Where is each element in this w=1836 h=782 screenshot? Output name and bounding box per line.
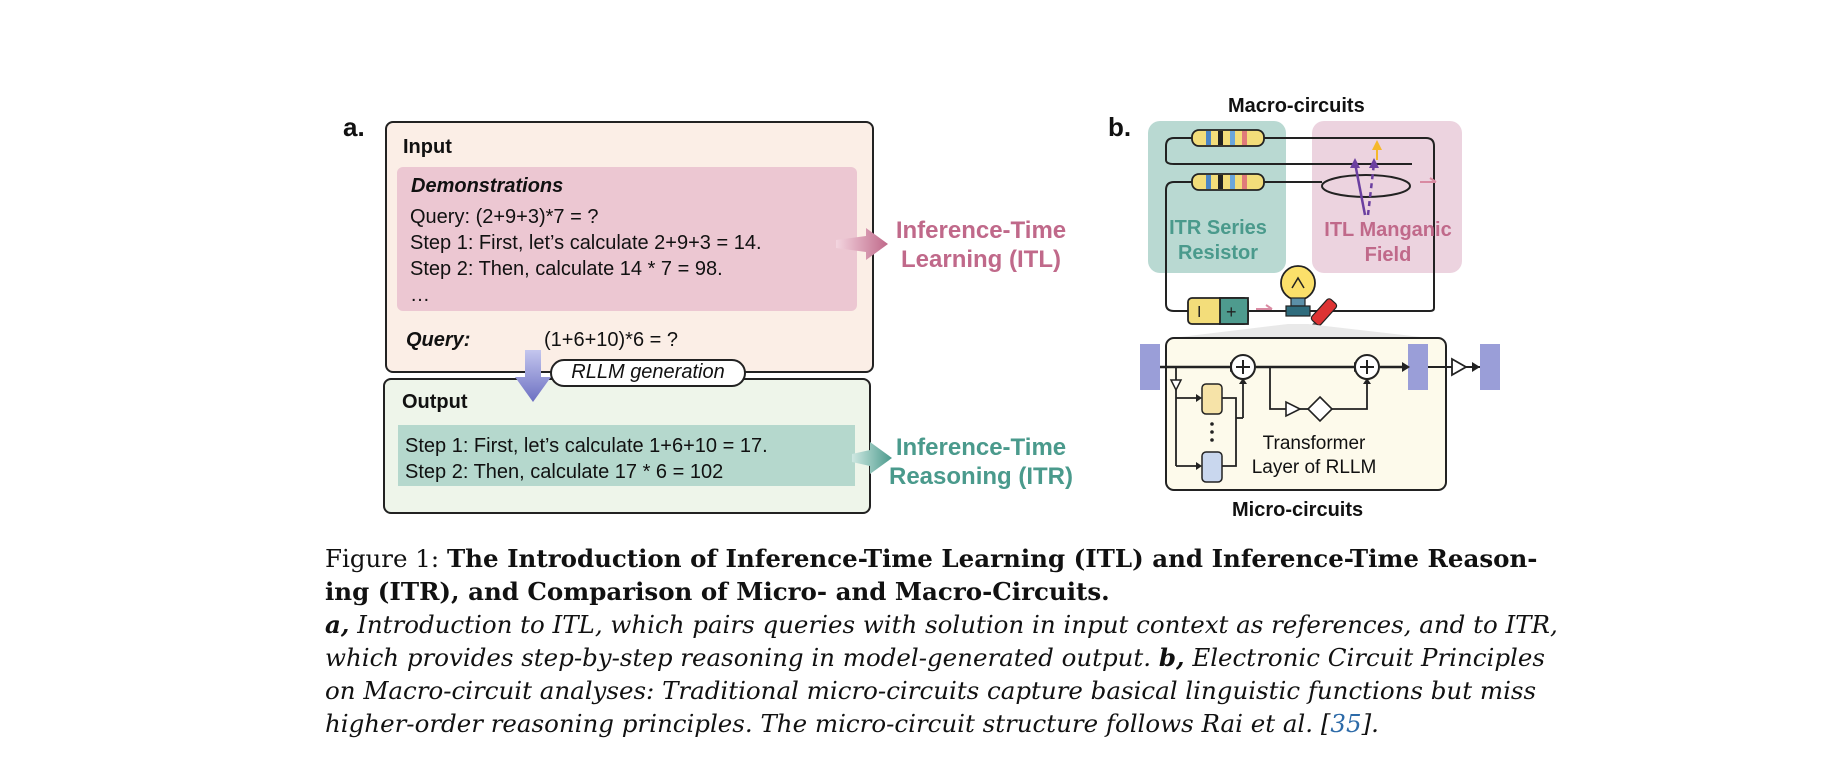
output-line-1: Step 1: First, let’s calculate 1+6+10 = … bbox=[405, 435, 768, 457]
resistor-bottom-icon bbox=[1191, 173, 1265, 191]
figure-label: Figure 1: bbox=[325, 544, 440, 573]
caption-title-2: ing (ITR), and Comparison of Micro- and … bbox=[325, 577, 1110, 606]
itl-label-line2: Learning (ITL) bbox=[901, 246, 1061, 273]
caption-text-4b: Electronic Circuit Principles bbox=[1192, 643, 1545, 672]
demo-line-ellipsis: … bbox=[410, 284, 430, 306]
battery-icon: I + bbox=[1187, 297, 1249, 325]
generation-arrow-icon bbox=[515, 350, 551, 402]
caption-title-1: The Introduction of Inference-Time Learn… bbox=[446, 544, 1538, 573]
caption-line-1: Figure 1: The Introduction of Inference-… bbox=[325, 542, 1537, 575]
caption-line-2: ing (ITR), and Comparison of Micro- and … bbox=[325, 575, 1110, 608]
demonstrations-box bbox=[397, 167, 857, 311]
resistor-top-icon bbox=[1191, 129, 1265, 147]
itr-resistor-label-1: ITR Series bbox=[1169, 217, 1267, 239]
attention-head-n-icon bbox=[1201, 451, 1223, 483]
caption-line-4: which provides step-by-step reasoning in… bbox=[325, 641, 1545, 674]
caption-text-4: which provides step-by-step reasoning in… bbox=[325, 643, 1152, 672]
caption-a-marker: a, bbox=[325, 610, 350, 639]
caption-text-6: higher-order reasoning principles. The m… bbox=[325, 709, 1331, 738]
output-steps-box bbox=[398, 425, 855, 486]
itl-label-line1: Inference-Time bbox=[895, 217, 1067, 244]
transformer-label-1: Transformer bbox=[1263, 433, 1366, 454]
query-label: Query: bbox=[406, 329, 471, 351]
caption-line-5: on Macro-circuit analyses: Traditional m… bbox=[325, 674, 1536, 707]
coil-icon bbox=[1321, 174, 1411, 198]
input-token-block bbox=[1140, 344, 1160, 390]
final-output-block bbox=[1480, 344, 1500, 390]
figure-caption: Figure 1: The Introduction of Inference-… bbox=[325, 542, 1558, 742]
itl-field-label-1: ITL Manganic bbox=[1324, 219, 1451, 241]
itr-resistor-label-2: Resistor bbox=[1178, 242, 1258, 264]
svg-text:+: + bbox=[1226, 302, 1237, 322]
itr-label-line1: Inference-Time bbox=[895, 434, 1067, 461]
itr-resistor-region bbox=[1148, 121, 1286, 273]
caption-line-3: a, Introduction to ITL, which pairs quer… bbox=[325, 608, 1558, 641]
demo-line-2: Step 1: First, let’s calculate 2+9+3 = 1… bbox=[410, 232, 762, 254]
itl-field-label-2: Field bbox=[1365, 244, 1412, 266]
caption-line-6: higher-order reasoning principles. The m… bbox=[325, 707, 1379, 740]
output-line-2: Step 2: Then, calculate 17 * 6 = 102 bbox=[405, 461, 724, 483]
panel-b-label: b. bbox=[1108, 112, 1132, 142]
itl-arrow-icon bbox=[836, 228, 888, 260]
svg-text:I: I bbox=[1197, 304, 1201, 321]
attention-head-1-icon bbox=[1201, 383, 1223, 415]
rllm-generation-label: RLLM generation bbox=[571, 361, 725, 383]
itl-field-region bbox=[1312, 121, 1462, 273]
caption-text-5: on Macro-circuit analyses: Traditional m… bbox=[325, 676, 1537, 705]
itr-arrow-icon bbox=[852, 442, 892, 474]
caption-text-6-end: ]. bbox=[1361, 709, 1379, 738]
citation-link[interactable]: 35 bbox=[1330, 709, 1362, 738]
demo-line-1: Query: (2+9+3)*7 = ? bbox=[410, 206, 599, 228]
rllm-generation-pill bbox=[550, 359, 746, 387]
lightbulb-icon bbox=[1280, 265, 1316, 317]
demo-line-3: Step 2: Then, calculate 14 * 7 = 98. bbox=[410, 258, 723, 280]
demonstrations-title: Demonstrations bbox=[411, 175, 564, 197]
caption-text-3: Introduction to ITL, which pairs queries… bbox=[357, 610, 1558, 639]
query-value: (1+6+10)*6 = ? bbox=[544, 329, 678, 351]
micro-circuits-title: Micro-circuits bbox=[1232, 499, 1364, 521]
output-title: Output bbox=[402, 391, 468, 413]
residual-output-block bbox=[1408, 344, 1428, 390]
itr-label-line2: Reasoning (ITR) bbox=[889, 463, 1073, 490]
input-title: Input bbox=[403, 136, 452, 158]
transformer-label-2: Layer of RLLM bbox=[1252, 457, 1377, 478]
circuit-diagram: ITR Series Resistor ITL Manganic Field I… bbox=[1140, 121, 1500, 491]
macro-circuits-title: Macro-circuits bbox=[1228, 95, 1365, 117]
caption-b-marker: b, bbox=[1158, 643, 1185, 672]
panel-a-label: a. bbox=[343, 112, 365, 142]
